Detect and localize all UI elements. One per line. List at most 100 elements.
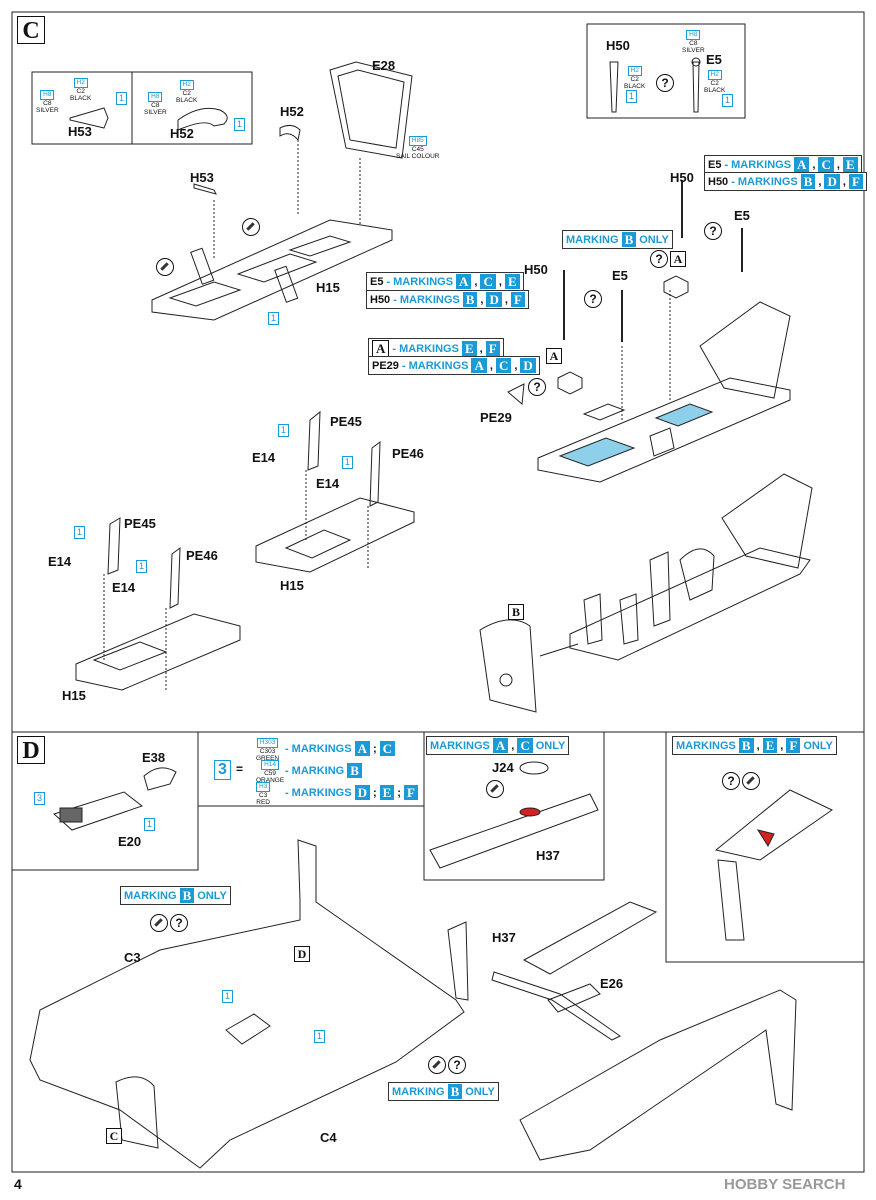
inset-ac-box xyxy=(423,731,605,881)
part-h15-label-3: H15 xyxy=(62,688,86,703)
optional-icon: ? xyxy=(704,222,722,240)
inset-h53-num: 1 xyxy=(116,92,128,105)
e28-shape xyxy=(329,61,413,159)
part-h15-label-2: H15 xyxy=(280,578,304,593)
inset-h50-num: 1 xyxy=(626,90,638,103)
h53-small xyxy=(193,183,217,195)
part-pe46-label-1: PE46 xyxy=(392,446,424,461)
legend-num: 3 xyxy=(214,760,231,780)
inset-h52-num: 1 xyxy=(234,118,246,131)
num-1-box: 1 xyxy=(278,424,290,437)
optional-icon: ? xyxy=(722,772,740,790)
pedal-floor-2 xyxy=(75,613,241,691)
glue-icon xyxy=(486,780,504,798)
inset-h53-label: H53 xyxy=(68,124,92,139)
part-e14-label-1: E14 xyxy=(252,450,276,465)
num-1-box: 1 xyxy=(342,456,354,469)
num-1-box: 1 xyxy=(74,526,86,539)
glue-icon xyxy=(742,772,760,790)
pe29-shape xyxy=(507,383,525,406)
part-a-label: A xyxy=(546,348,562,364)
markings-bef-only: MARKINGS B, E, F ONLY xyxy=(672,736,837,755)
part-c4-label: C4 xyxy=(320,1130,337,1145)
part-e5-label-mid: E5 xyxy=(612,268,628,283)
inset-optional-icon: ? xyxy=(656,74,674,92)
part-c-label: C xyxy=(106,1128,122,1144)
h37-shape xyxy=(522,901,658,975)
marking-b-only-2: MARKING B ONLY xyxy=(388,1082,499,1101)
markings-ac-only: MARKINGS A, C ONLY xyxy=(426,736,570,755)
num-3-box: 3 xyxy=(34,792,46,805)
e26-shape xyxy=(547,983,601,1013)
num-1-box: 1 xyxy=(144,818,156,831)
part-e14-label-3: E14 xyxy=(48,554,72,569)
part-j24-label: J24 xyxy=(492,760,514,775)
floor-h15-3 xyxy=(569,547,811,661)
pe29-markings-acd: PE29 - MARKINGS A, C, D xyxy=(368,356,540,375)
section-d-label: D xyxy=(17,736,45,764)
part-h52-label: H52 xyxy=(280,104,304,119)
part-e28-label: E28 xyxy=(372,58,396,73)
e20-shape xyxy=(53,791,144,831)
optional-icon: ? xyxy=(650,250,668,268)
floor-h15-2 xyxy=(537,377,791,483)
h37-inset-shape xyxy=(429,793,599,869)
part-h37-inset-label: H37 xyxy=(536,848,560,863)
section-c-label: C xyxy=(17,16,45,44)
h52-part-shape xyxy=(177,107,228,131)
part-pe46-label-2: PE46 xyxy=(186,548,218,563)
glue-icon xyxy=(242,218,260,236)
h50-inset-shape xyxy=(609,61,619,113)
optional-icon: ? xyxy=(170,914,188,932)
h50-markings-bdf: H50 - MARKINGS B, D, F xyxy=(704,172,867,191)
part-pe29-label: PE29 xyxy=(480,410,512,425)
h52-small xyxy=(279,124,301,142)
a-markings-ef: A - MARKINGS E, F xyxy=(368,338,504,359)
part-h50-label-top: H50 xyxy=(670,170,694,185)
inset-e5-label: E5 xyxy=(706,52,722,67)
num-1-box: 1 xyxy=(314,1030,326,1043)
part-d-label: D xyxy=(294,946,310,962)
optional-icon: ? xyxy=(528,378,546,396)
part-pe45-label-1: PE45 xyxy=(330,414,362,429)
tail-inset-shape xyxy=(714,789,833,861)
part-a-shape xyxy=(663,275,689,299)
inset-h50-label: H50 xyxy=(606,38,630,53)
glue-icon xyxy=(428,1056,446,1074)
h53-part-shape xyxy=(69,107,109,129)
inset-h52-box xyxy=(131,71,253,145)
glue-icon xyxy=(150,914,168,932)
h50-markings-bdf-mid: H50 - MARKINGS B, D, F xyxy=(366,290,529,309)
optional-icon: ? xyxy=(448,1056,466,1074)
part-e5-label-top: E5 xyxy=(734,208,750,223)
part-e20-label: E20 xyxy=(118,834,142,849)
fuselage-right xyxy=(519,989,797,1161)
part-c3-label: C3 xyxy=(124,950,141,965)
inset-bef-box xyxy=(665,731,865,963)
watermark: HOBBY SEARCH xyxy=(724,1176,846,1193)
part-b-label: B xyxy=(508,604,524,620)
legend-equals: = xyxy=(236,762,244,776)
inset-h52-label: H52 xyxy=(170,126,194,141)
part-e14-label-2: E14 xyxy=(316,476,340,491)
optional-icon: ? xyxy=(584,290,602,308)
inset-e5-num: 1 xyxy=(722,94,734,107)
e5-markings-ace-mid: E5 - MARKINGS A, C, E xyxy=(366,272,524,291)
part-h50-label-mid: H50 xyxy=(524,262,548,277)
glue-icon xyxy=(156,258,174,276)
fuselage-half-c3c4 xyxy=(29,839,465,1169)
part-h37-label: H37 xyxy=(492,930,516,945)
